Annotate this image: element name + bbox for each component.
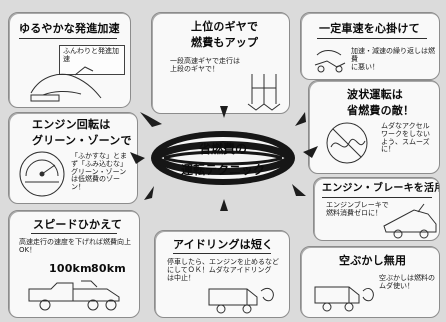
speed-badge-80: 80km [91, 262, 126, 275]
center-title-line2: 運転テクニック [180, 163, 265, 177]
truck-icon [383, 203, 437, 239]
tachometer-icon [19, 151, 65, 197]
title-underline [19, 38, 117, 39]
card-title-line2: 省燃費の敵！ [347, 104, 415, 117]
card-speed-restraint: スピードひかえて 高速走行の速度を下げれば燃費向上 OK！ 100km 80km [8, 210, 140, 318]
gear-shift-icon [247, 74, 281, 111]
card-title-line1: エンジン回転は [32, 118, 111, 131]
card-title: ゆるやかな発進加速 [19, 22, 120, 35]
speed-badge-100: 100km [49, 262, 92, 275]
arrow-up-left [140, 112, 162, 127]
arrow-down-left [144, 186, 154, 200]
arrow-up-right [295, 112, 306, 126]
card-constant-speed: 一定車速を心掛けて 加速・減速の繰り返しは燃費 に悪い！ [300, 12, 440, 80]
arrow-right [303, 146, 318, 158]
truck-icon [208, 288, 274, 314]
card-title: アイドリングは短く [173, 238, 274, 251]
illustration-foot-pedal [30, 66, 102, 102]
arrow-down [220, 199, 228, 211]
card-engine-brake: エンジン・ブレーキを活用 エンジンブレーキで 燃料消費ゼロに！ [313, 177, 440, 241]
card-wave-driving: 波状運転は 省燃費の敵！ ムダなアクセル ワークをしない よう、スムーズ に！ [308, 80, 440, 174]
title-underline [317, 38, 427, 39]
card-text: 高速走行の速度を下げれば燃費向上 OK！ [19, 238, 131, 254]
card-text: 「ふかすな」とま ず「ふみ込むな」 グリーン・ゾーン は低燃費のゾーン！ [71, 152, 127, 192]
title-underline [173, 253, 271, 254]
card-title-line1: 上位のギヤで [191, 20, 259, 33]
center-emblem-graphic [151, 131, 295, 185]
card-text: ムダなアクセル ワークをしない よう、スムーズ に！ [381, 122, 430, 154]
card-title-line1: 波状運転は [347, 88, 403, 101]
card-title: スピードひかえて [33, 218, 123, 231]
card-text: エンジンブレーキで 燃料消費ゼロに！ [326, 201, 389, 217]
card-title: 空ぶかし無用 [339, 254, 407, 267]
card-title: エンジン・ブレーキを活用 [322, 183, 440, 194]
center-title-line1: 省燃費の [198, 142, 247, 156]
truck-icon [28, 280, 120, 311]
arrow-down-right [292, 184, 306, 196]
card-title-line2: グリーン・ゾーンで [32, 134, 132, 147]
illustration-steady-drive [314, 50, 346, 73]
card-title-line2: 燃費もアップ [191, 36, 259, 49]
card-engine-green-zone: エンジン回転は グリーン・ゾーンで 「ふかすな」とま ず「ふみ込むな」 グリーン… [8, 112, 138, 204]
title-underline [322, 197, 432, 198]
card-title: 一定車速を心掛けて [319, 22, 420, 35]
card-text: 空ぶかしは燃料の ムダ使い！ [379, 274, 435, 290]
arrow-left [130, 152, 145, 164]
illustration-wave-warning [326, 122, 368, 164]
card-slow-start: ゆるやかな発進加速 ふんわりと発進加速 [8, 12, 131, 108]
card-upper-gear: 上位のギヤで 燃費もアップ 一段高速ギヤで走行は 上段のギヤで！ [151, 12, 290, 114]
title-underline [31, 233, 117, 234]
card-text: 停車したら、エンジンを止めるなど にしてＯＫ！ムダなアイドリング は中止！ [167, 258, 279, 282]
card-text: 一段高速ギヤで走行は 上段のギヤで！ [170, 57, 240, 73]
center-emblem: 省燃費の 運転テクニック [148, 128, 298, 188]
truck-icon [314, 286, 374, 312]
card-text: 加速・減速の繰り返しは燃費 に悪い！ [351, 47, 435, 71]
arrow-up [220, 106, 228, 118]
card-no-revving: 空ぶかし無用 空ぶかしは燃料の ムダ使い！ [300, 246, 440, 318]
card-idling: アイドリングは短く 停車したら、エンジンを止めるなど にしてＯＫ！ムダなアイドリ… [154, 230, 290, 318]
